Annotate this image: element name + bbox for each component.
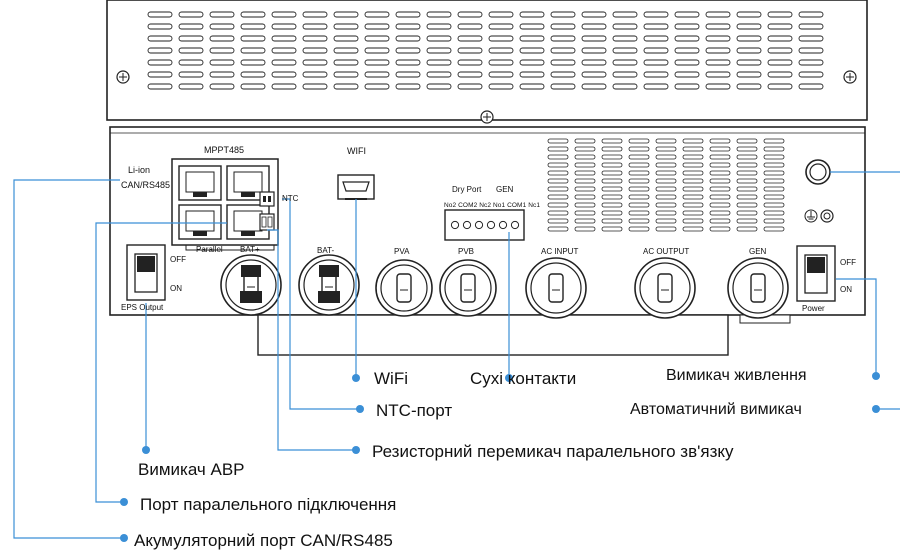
pva-label: PVA <box>394 247 410 256</box>
ntc-port-connector <box>259 191 275 207</box>
callout-battery-port: Акумуляторний порт CAN/RS485 <box>134 531 393 550</box>
parallel-label: Parallel <box>196 245 223 254</box>
gen-top-label: GEN <box>496 185 514 194</box>
dry-port-label: Dry Port <box>452 185 482 194</box>
mount-screw-center <box>480 110 494 124</box>
off-left-label: OFF <box>170 255 186 264</box>
bat-minus-label: BAT- <box>317 246 335 255</box>
on-right-label: ON <box>840 285 852 294</box>
rj45-mppt485-right <box>226 165 270 201</box>
leader-parallel-port <box>95 222 227 506</box>
breaker-knob[interactable] <box>805 159 831 185</box>
side-vent-grille <box>547 138 785 232</box>
ac-input-label: AC INPUT <box>541 247 579 256</box>
bottom-bracket <box>257 314 729 356</box>
rj45-mppt485-left <box>178 165 222 201</box>
dry-contact-labels: No2 COM2 Nc2 No1 COM1 Nc1 <box>444 202 541 209</box>
bat-plus-label: BAT+ <box>240 245 260 254</box>
power-switch[interactable] <box>796 245 836 302</box>
callout-ats-switch: Вимикач АВР <box>138 460 245 479</box>
callout-dry-contacts: Сухі контакти <box>470 369 577 388</box>
callout-power-switch: Вимикач живлення <box>666 367 807 384</box>
leader-wifi <box>352 199 360 382</box>
mount-screw-right <box>843 70 857 84</box>
mppt485-label: MPPT485 <box>204 145 245 155</box>
leader-breaker-callout <box>872 405 900 413</box>
mount-screw-left <box>116 70 130 84</box>
callout-parallel-port: Порт паралельного підключення <box>140 495 397 514</box>
leader-power-switch <box>836 278 880 380</box>
gland-ac-input <box>525 257 587 319</box>
ground-icon <box>804 209 834 223</box>
ntc-label: NTC <box>282 194 299 203</box>
callout-parallel-resistor: Резисторний перемикач паралельного зв'яз… <box>372 442 734 461</box>
gland-gen <box>727 257 789 319</box>
gland-ac-output <box>634 257 696 319</box>
off-right-label: OFF <box>840 258 856 267</box>
eps-output-switch[interactable] <box>126 244 166 301</box>
leader-ats-switch <box>142 303 150 454</box>
rj45-li-ion-port <box>178 204 222 240</box>
leader-ntc-port <box>282 198 364 413</box>
li-ion-label: Li-ion <box>128 165 151 175</box>
leader-battery-port <box>13 179 128 542</box>
wifi-panel-label: WIFI <box>347 146 366 156</box>
gland-pva <box>375 259 433 317</box>
gland-pvb <box>439 259 497 317</box>
callout-wifi: WiFi <box>374 369 408 388</box>
parallel-resistor-dip-switch <box>259 213 275 231</box>
gen-label: GEN <box>749 247 767 256</box>
gland-bat-plus <box>220 254 282 316</box>
pvb-label: PVB <box>458 247 475 256</box>
ac-output-label: AC OUTPUT <box>643 247 690 256</box>
leader-dry-contacts <box>505 232 513 382</box>
callout-breaker: Автоматичний вимикач <box>630 401 802 418</box>
eps-output-label: EPS Output <box>121 303 164 312</box>
can-rs485-label: CAN/RS485 <box>121 180 171 190</box>
on-left-label: ON <box>170 284 182 293</box>
gland-bat-minus <box>298 254 360 316</box>
power-label: Power <box>802 304 825 313</box>
top-vent-grille <box>147 11 824 90</box>
dry-contact-holes <box>450 220 520 230</box>
leader-parallel-resistor <box>267 229 360 454</box>
callout-ntc-port: NTC-порт <box>376 401 453 420</box>
wifi-connector <box>337 174 375 200</box>
